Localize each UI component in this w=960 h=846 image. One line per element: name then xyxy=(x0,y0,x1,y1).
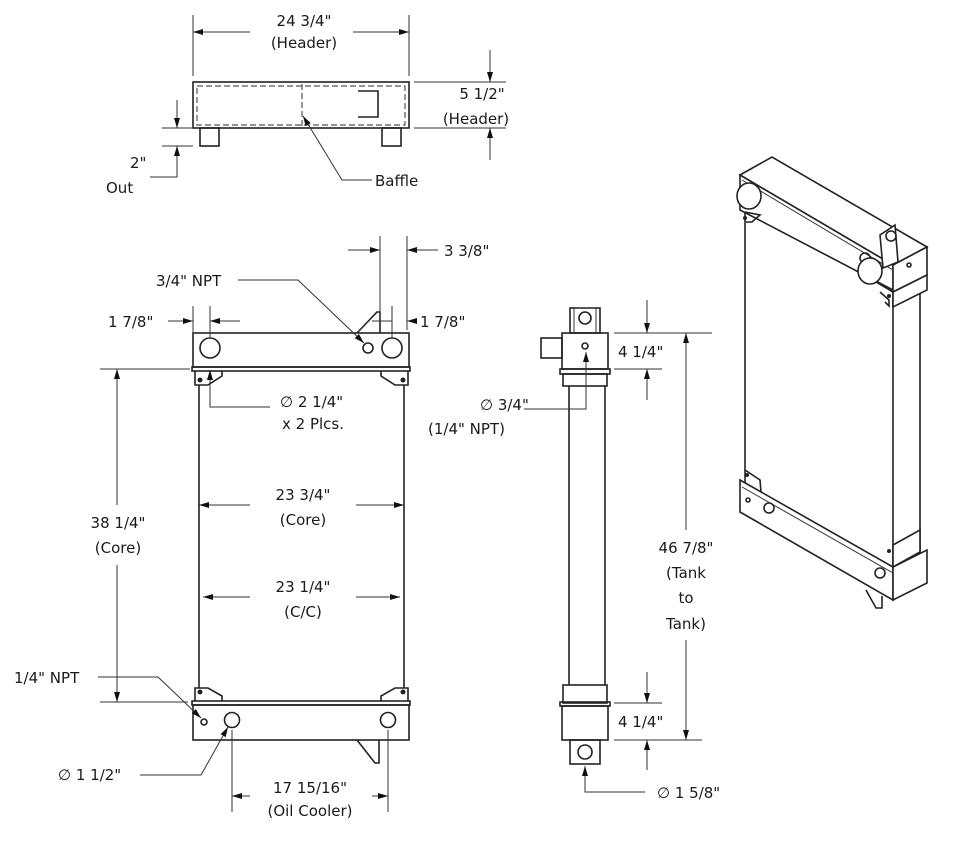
drawing-line xyxy=(892,548,928,602)
bottom-tank-dim: 4 1/4" xyxy=(618,713,663,731)
overall-note-3: Tank) xyxy=(665,615,706,633)
bracket-hidden xyxy=(358,90,379,118)
drawing-line xyxy=(879,223,899,270)
top-spacing-dim: 3 3/8" xyxy=(444,242,489,260)
drawing-line xyxy=(879,291,890,308)
drawing-line xyxy=(744,211,762,223)
top-npt-port xyxy=(362,342,374,354)
drawing-line xyxy=(577,744,593,760)
header-outline xyxy=(192,81,410,129)
drawing-line xyxy=(736,182,762,210)
oil-spacing-value: 17 15/16" xyxy=(273,779,347,797)
oil-port-right xyxy=(379,711,397,729)
drawing-line xyxy=(741,179,894,271)
header-hidden-lines xyxy=(196,85,406,126)
top-view: 24 3/4" (Header) 5 1/2" (Header) 2" Out … xyxy=(106,12,509,197)
drawing-line xyxy=(197,377,203,383)
drawing-line xyxy=(150,146,180,178)
baffle-label: Baffle xyxy=(375,172,418,190)
right-offset-dim: 1 7/8" xyxy=(420,313,465,331)
drawing-line xyxy=(865,589,883,609)
header-height-value: 5 1/2" xyxy=(459,85,504,103)
drawing-line xyxy=(540,337,563,359)
oil-diameter-label: ∅ 1 1/2" xyxy=(58,766,121,784)
top-flange xyxy=(191,366,411,372)
cc-value: 23 1/4" xyxy=(276,578,331,596)
drawing-line xyxy=(887,549,891,553)
header-width-note: (Header) xyxy=(271,34,337,52)
drawing-line xyxy=(763,502,775,514)
corner-bracket-tr xyxy=(380,371,409,386)
drawing-line xyxy=(892,273,928,309)
corner-bracket-tl xyxy=(194,371,223,386)
top-tank xyxy=(192,332,410,368)
bottom-tank xyxy=(192,704,410,741)
inlet-count-label: x 2 Plcs. xyxy=(282,415,344,433)
drawing-line xyxy=(906,262,912,268)
core-height-value: 38 1/4" xyxy=(91,514,146,532)
bottom-npt-port xyxy=(200,718,208,726)
drawing-line xyxy=(743,216,747,220)
oil-port-left xyxy=(223,711,241,729)
drawing-line xyxy=(885,230,897,242)
oil-spacing-note: (Oil Cooler) xyxy=(267,802,352,820)
drawing-line xyxy=(562,684,608,704)
drawing-line xyxy=(400,377,406,383)
drawing-line xyxy=(892,528,921,569)
drawing-line xyxy=(238,279,365,344)
core-height-note: (Core) xyxy=(95,539,141,557)
top-tank-dim: 4 1/4" xyxy=(618,343,663,361)
inlet-diameter-label: ∅ 2 1/4" xyxy=(280,393,343,411)
drawing-line xyxy=(207,370,270,408)
drawing-line xyxy=(582,766,645,793)
drawing-line xyxy=(400,689,406,695)
isometric-view xyxy=(736,156,929,609)
outlet-note: Out xyxy=(106,179,133,197)
top-bracket xyxy=(356,311,381,334)
inlet-right xyxy=(381,337,403,359)
drawing-line xyxy=(140,726,229,776)
drawing-line xyxy=(874,567,886,579)
corner-bracket-bl xyxy=(194,687,223,701)
core-width-value: 23 3/4" xyxy=(276,486,331,504)
drawing-line xyxy=(741,486,894,574)
corner-bracket-br xyxy=(380,687,409,701)
bottom-npt-label: 1/4" NPT xyxy=(14,669,80,687)
drawing-line xyxy=(887,294,891,298)
front-view: 3 3/8" 1 7/8" 1 7/8" 3/4" NPT ∅ 2 1/4" x… xyxy=(14,236,489,820)
port-diameter-label: ∅ 3/4" xyxy=(480,396,529,414)
drawing-line xyxy=(581,342,589,350)
inlet-left xyxy=(199,337,221,359)
drawing-line xyxy=(197,689,203,695)
overall-note-1: (Tank xyxy=(666,564,706,582)
overall-value: 46 7/8" xyxy=(659,539,714,557)
header-width-value: 24 3/4" xyxy=(277,12,332,30)
bottom-bracket xyxy=(356,739,380,764)
drawing-line xyxy=(561,332,609,370)
drawing-line xyxy=(302,115,372,181)
drawing-line xyxy=(569,739,601,765)
outlet-value: 2" xyxy=(130,154,146,172)
outlet-diameter-label: ∅ 1 5/8" xyxy=(657,784,720,802)
foot-right xyxy=(381,127,402,147)
cc-note: (C/C) xyxy=(284,603,322,621)
drawing-line xyxy=(745,473,749,477)
overall-note-2: to xyxy=(678,589,693,607)
drawing-line xyxy=(745,497,751,503)
header-height-note: (Header) xyxy=(443,110,509,128)
drawing-line xyxy=(561,705,609,741)
core-width-note: (Core) xyxy=(280,511,326,529)
drawing-line xyxy=(98,676,202,719)
side-view: 4 1/4" 46 7/8" (Tank to Tank) 4 1/4" ∅ 3… xyxy=(428,300,720,802)
top-npt-label: 3/4" NPT xyxy=(156,272,222,290)
port-note-label: (1/4" NPT) xyxy=(428,420,505,438)
drawing-line xyxy=(578,311,592,325)
drawing-line xyxy=(857,257,883,285)
foot-left xyxy=(199,127,220,147)
left-offset-dim: 1 7/8" xyxy=(108,313,153,331)
drawing-line xyxy=(524,352,589,410)
drawing-line xyxy=(562,373,608,387)
